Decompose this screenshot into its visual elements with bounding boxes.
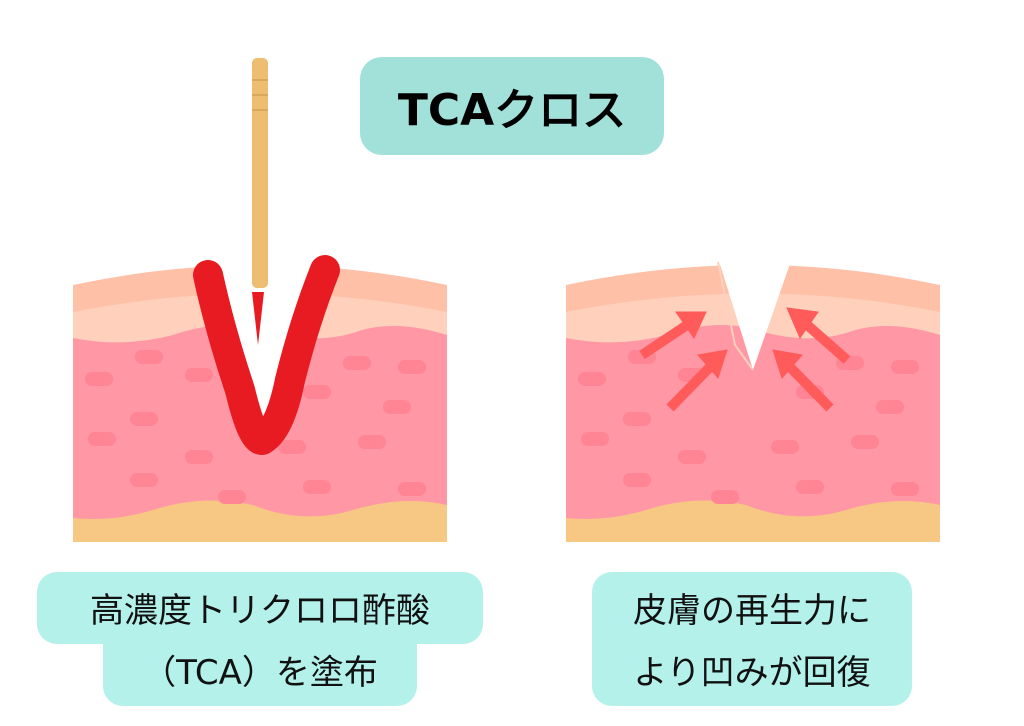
- arrows: [639, 307, 851, 412]
- right-caption-line1: 皮膚の再生力に: [633, 590, 871, 631]
- right-caption-line2: より凹みが回復: [633, 652, 871, 693]
- left-caption-bg-lower: [103, 620, 417, 706]
- arrow-icon: [666, 349, 728, 412]
- toothpick-tip: [252, 292, 264, 345]
- notch: [718, 258, 792, 370]
- right-skin-cross-section: [566, 258, 940, 542]
- right-caption-bg: [592, 572, 912, 706]
- arrow-icon: [786, 307, 851, 364]
- arrow-icon: [639, 311, 707, 360]
- arrow-icon: [772, 349, 834, 412]
- toothpick: [252, 58, 268, 288]
- left-caption-line2: （TCA）を塗布: [142, 652, 378, 693]
- title-badge: TCAクロス: [360, 57, 664, 155]
- left-caption-line1: 高濃度トリクロロ酢酸: [90, 590, 430, 631]
- left-skin-cross-section: [73, 58, 447, 542]
- tca-application: [193, 255, 340, 455]
